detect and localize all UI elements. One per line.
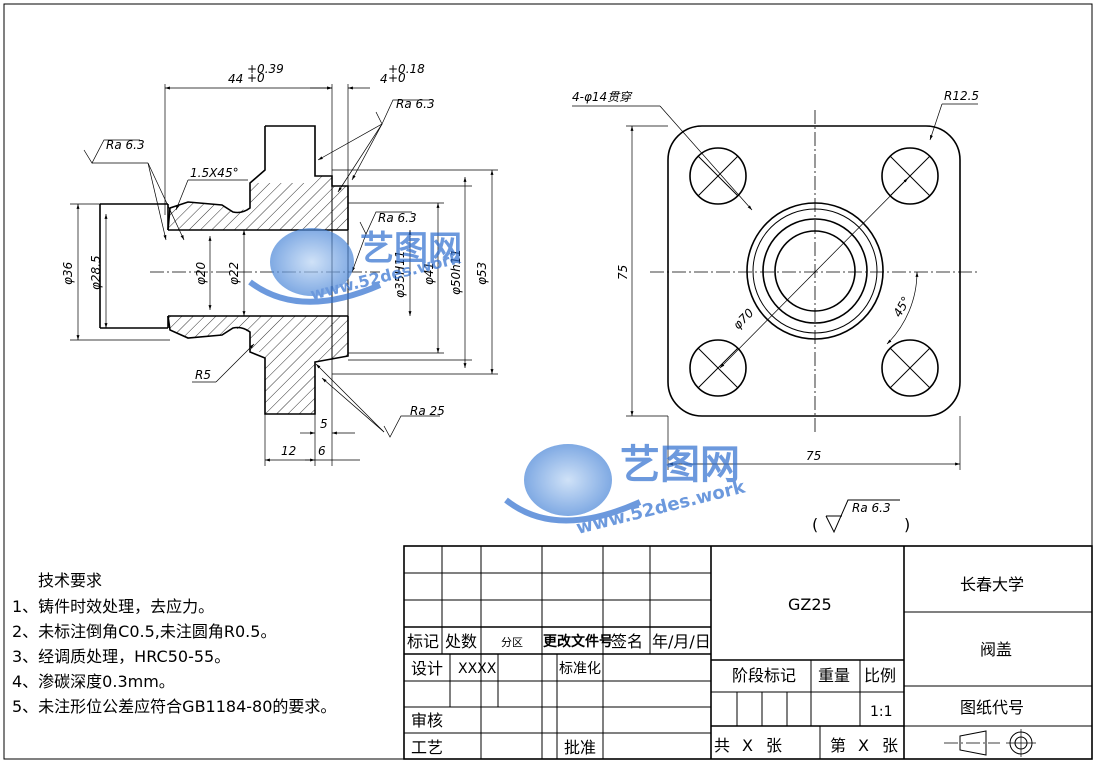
label-signature: 签名 bbox=[611, 632, 643, 651]
designer-name: XXXX bbox=[458, 661, 497, 677]
requirements-title: 技术要求 bbox=[38, 571, 103, 590]
dim-12: 12 bbox=[281, 444, 296, 458]
watermark-2: 艺图网 www.52des.work bbox=[504, 442, 748, 539]
bolt-holes bbox=[689, 147, 939, 397]
watermark-1: 艺图网 www.52des.work bbox=[248, 228, 463, 305]
label-mark: 标记 bbox=[407, 632, 439, 651]
label-date: 年/月/日 bbox=[652, 632, 711, 651]
projection-symbol-icon bbox=[944, 729, 1036, 757]
general-ra-label: Ra 6.3 bbox=[852, 501, 891, 515]
school-name: 长春大学 bbox=[960, 575, 1024, 594]
hole-callout: 4-φ14贯穿 bbox=[572, 90, 633, 104]
dim-phi36: φ36 bbox=[61, 261, 75, 285]
dim-r5: R5 bbox=[195, 368, 211, 382]
label-sheet-no: 第 bbox=[830, 736, 846, 755]
dim-phi70: φ70 bbox=[730, 306, 757, 333]
dim-6: 6 bbox=[318, 444, 326, 458]
dim-4-tol-lower: +0 bbox=[388, 71, 406, 85]
dim-44-label: 44 bbox=[228, 72, 243, 86]
dim-45deg: 45° bbox=[890, 294, 913, 319]
dim-75-horizontal: 75 bbox=[806, 449, 821, 463]
scale-value: 1:1 bbox=[870, 704, 893, 720]
ra63-mid-label: Ra 6.3 bbox=[378, 211, 417, 225]
dim-r12-5: R12.5 bbox=[944, 89, 979, 103]
requirement-item: 5、未注形位公差应符合GB1184-80的要求。 bbox=[12, 697, 337, 716]
dim-44-tol-lower: +0 bbox=[247, 71, 265, 85]
watermark-brand-1: 艺图网 bbox=[360, 229, 462, 269]
dim-phi28-5: φ28.5 bbox=[89, 255, 103, 290]
label-sheet-unit-2: 张 bbox=[882, 736, 898, 755]
general-roughness: ( Ra 6.3 ) bbox=[812, 499, 910, 534]
dim-4-label: 4 bbox=[380, 72, 388, 86]
requirement-item: 1、铸件时效处理，去应力。 bbox=[12, 597, 215, 616]
section-dimensions: 44 +0.39 +0 4 +0.18 +0 Ra 6.3 Ra 6.3 1.5… bbox=[61, 62, 498, 466]
ra63-left-label: Ra 6.3 bbox=[106, 138, 145, 152]
label-stage-mark: 阶段标记 bbox=[732, 666, 796, 685]
ra25-label: Ra 25 bbox=[410, 404, 445, 418]
requirement-item: 4、渗碳深度0.3mm。 bbox=[12, 672, 175, 691]
chamfer-label: 1.5X45° bbox=[190, 166, 239, 180]
label-approve: 批准 bbox=[564, 738, 596, 757]
label-count: 处数 bbox=[445, 632, 477, 651]
label-change-doc: 更改文件号 bbox=[543, 633, 613, 650]
label-sheet-unit: 张 bbox=[766, 736, 782, 755]
dim-phi35h11: φ35H11 bbox=[393, 251, 407, 298]
label-weight: 重量 bbox=[818, 666, 850, 685]
dim-phi20: φ20 bbox=[194, 261, 208, 285]
drawing-number: GZ25 bbox=[788, 595, 832, 614]
watermark-brand-2: 艺图网 bbox=[620, 442, 740, 488]
sheet-number: X bbox=[858, 736, 869, 755]
dim-44-tol-upper: +0.39 bbox=[247, 62, 284, 76]
label-scale: 比例 bbox=[864, 666, 896, 685]
label-total: 共 bbox=[714, 736, 730, 755]
dim-phi53: φ53 bbox=[475, 262, 489, 285]
paren-left: ( bbox=[812, 515, 818, 534]
title-block: GZ25 长春大学 阀盖 图纸代号 标记 处数 分区 更改文件号 签名 年/月/… bbox=[403, 545, 1093, 760]
label-zone: 分区 bbox=[501, 636, 523, 649]
ra63-top-label: Ra 6.3 bbox=[396, 97, 435, 111]
total-sheets: X bbox=[742, 736, 753, 755]
end-view: 4-φ14贯穿 R12.5 φ70 45° 75 75 bbox=[572, 89, 979, 470]
part-name: 阀盖 bbox=[980, 640, 1012, 659]
requirement-item: 2、未标注倒角C0.5,未注圆角R0.5。 bbox=[12, 622, 277, 641]
dim-5: 5 bbox=[320, 417, 328, 431]
paren-right: ) bbox=[904, 515, 910, 534]
label-process: 工艺 bbox=[411, 738, 443, 757]
label-review: 审核 bbox=[411, 711, 443, 730]
dim-75-vertical: 75 bbox=[616, 265, 630, 280]
dim-phi41: φ41 bbox=[422, 262, 436, 285]
dim-4-tol-upper: +0.18 bbox=[388, 62, 425, 76]
label-standardize: 标准化 bbox=[559, 661, 601, 677]
label-design: 设计 bbox=[411, 659, 443, 678]
dim-phi50h11: φ50h11 bbox=[449, 249, 463, 295]
dim-phi22: φ22 bbox=[227, 262, 241, 285]
drawing-code-label: 图纸代号 bbox=[960, 698, 1024, 717]
requirement-item: 3、经调质处理，HRC50-55。 bbox=[12, 647, 231, 666]
